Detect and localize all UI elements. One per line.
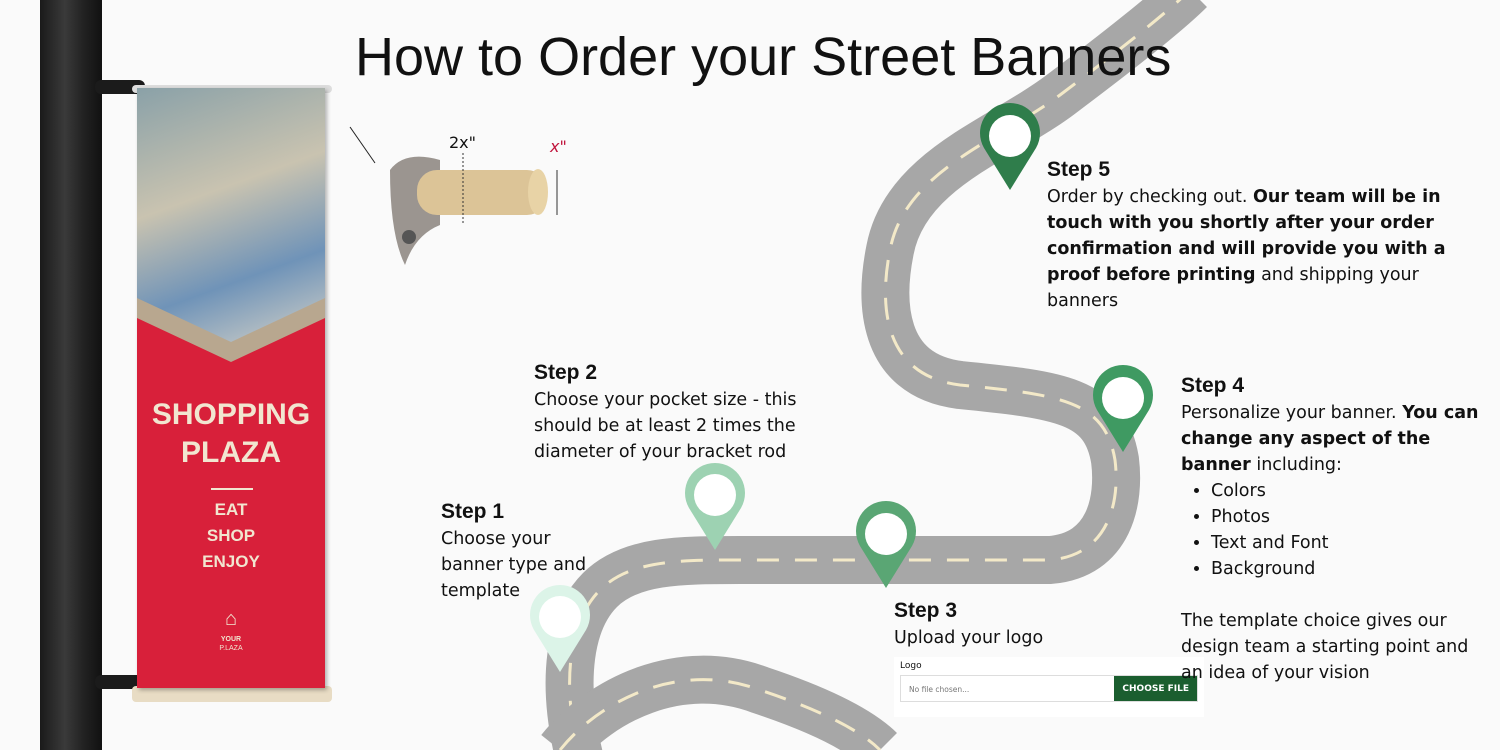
choose-file-button[interactable]: CHOOSE FILE [1114,676,1197,701]
banner-title-2: PLAZA [181,436,281,469]
rod-diameter-label: x" [550,137,567,156]
banner-item: ENJOY [202,552,260,571]
banner-title-1: SHOPPING [151,398,311,431]
page-title: How to Order your Street Banners [355,27,1172,87]
street-pole [40,0,102,750]
pocket-size-label: 2x" [449,133,477,152]
step-2: Step 2 Choose your pocket size - this sh… [534,361,834,465]
step-3: Step 3 Upload your logo Logo No file cho… [894,599,1204,717]
step-4: Step 4 Personalize your banner. You can … [1181,374,1481,686]
step-title: Step 1 [441,500,505,523]
pin-step-4-icon [1093,365,1153,452]
divider [211,488,253,490]
banner-item: EAT [214,500,248,519]
step-text: Choose your pocket size - this should be… [534,390,797,462]
rod-pocket-icon [349,126,558,265]
file-input[interactable]: No file chosen... [909,685,970,694]
pocket-diagram: 2x" x" [345,125,575,270]
banner-logo-text: P.LAZA [219,645,243,652]
step-text: Choose your banner type and template [441,529,587,601]
customization-list: Colors Photos Text and Font Background [1211,478,1481,582]
step-title: Step 4 [1181,374,1245,397]
step-title: Step 5 [1047,158,1111,181]
list-item: Colors [1211,478,1481,504]
step-title: Step 3 [894,599,958,622]
pin-step-3-icon [856,501,916,588]
store-icon: ⌂ [224,608,238,630]
logo-upload-form: Logo No file chosen... CHOOSE FILE [894,657,1204,717]
upload-label: Logo [900,661,922,671]
banner-rod-bottom [132,686,332,702]
bracket-arm-bottom [95,675,145,689]
pin-step-5-icon [980,103,1040,190]
banner-logo-text: YOUR [220,636,242,643]
list-item: Photos [1211,504,1481,530]
step-1: Step 1 Choose your banner type and templ… [441,500,611,604]
step-text: Order by checking out. Our team will be … [1047,187,1446,311]
banner-photo [137,88,325,348]
street-banner-image: SHOPPING PLAZA EAT SHOP ENJOY ⌂ YOUR P.L… [137,88,325,688]
step-text: Upload your logo [894,628,1044,648]
step-footer-text: The template choice gives our design tea… [1181,611,1469,683]
step-text: Personalize your banner. You can change … [1181,403,1479,475]
pin-step-2-icon [685,463,745,550]
step-5: Step 5 Order by checking out. Our team w… [1047,158,1457,314]
list-item: Background [1211,556,1481,582]
pin-step-1-icon [530,585,590,672]
banner-item: SHOP [206,526,256,545]
step-title: Step 2 [534,361,598,384]
list-item: Text and Font [1211,530,1481,556]
